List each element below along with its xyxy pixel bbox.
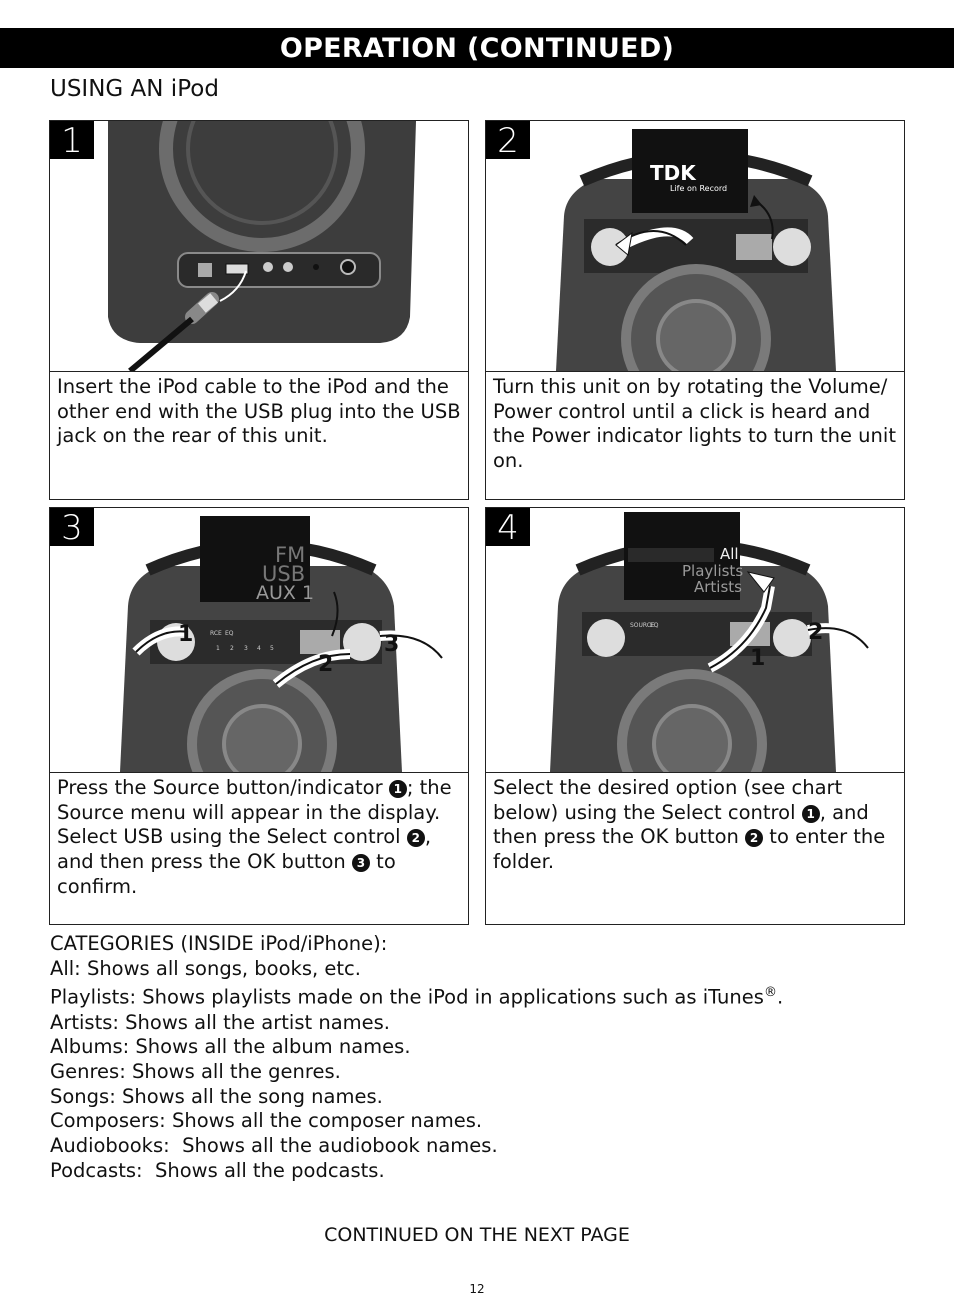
page-number: 12 <box>469 1282 485 1296</box>
category-all: All: Shows all songs, books, etc. <box>50 956 361 980</box>
category-podcasts: Podcasts: Shows all the podcasts. <box>50 1158 385 1182</box>
registered-mark: ® <box>763 985 777 1001</box>
panel-label-source: SOURCE <box>630 622 655 629</box>
continued-note: CONTINUED ON THE NEXT PAGE <box>324 1224 630 1246</box>
preset-label-3: 3 <box>244 645 248 652</box>
step-4-illustration: All Playlists Artists 1 2 SOURCE EQ <box>486 508 904 773</box>
step-3-caption-text: ; the Source menu will appear in the dis… <box>57 776 452 849</box>
tdk-tagline: Life on Record <box>670 184 728 193</box>
category-playlists-text: Playlists: Shows playlists made on the i… <box>50 985 764 1009</box>
section-banner: OPERATION (CONTINUED) <box>0 28 954 68</box>
step-1-number: 1 <box>50 121 94 161</box>
page-title: USING AN iPod <box>50 76 219 102</box>
step-3-number: 3 <box>50 508 94 548</box>
badge-2: 2 <box>406 829 425 848</box>
ipod-menu-all: All <box>720 545 739 563</box>
step-4-panel: 4 All Playlists Artists 1 2 SOURCE EQ Se… <box>485 507 905 925</box>
step-1-caption: Insert the iPod cable to the iPod and th… <box>57 375 461 448</box>
category-albums: Albums: Shows all the album names. <box>50 1035 411 1059</box>
badge-1: 1 <box>388 780 407 798</box>
tdk-logo: TDK <box>650 161 696 185</box>
ipod-menu-aux: AUX 1 <box>256 582 315 604</box>
badge-3: 3 <box>351 854 370 873</box>
categories-list: CATEGORIES (INSIDE iPod/iPhone): All: Sh… <box>50 932 783 1184</box>
categories-heading: CATEGORIES (INSIDE iPod/iPhone): <box>50 932 388 955</box>
speaker-source-illustration <box>120 516 446 772</box>
badge-2: 2 <box>745 829 764 848</box>
category-playlists-period: . <box>776 985 784 1009</box>
panel-label-source: RCE <box>210 630 222 637</box>
step-3-caption: Press the Source button/indicator 1; the… <box>57 776 462 900</box>
ipod-menu-playlists: Playlists <box>682 562 744 580</box>
callout-1: 1 <box>178 622 194 647</box>
category-genres: Genres: Shows all the genres. <box>50 1060 341 1084</box>
step-2-caption: Turn this unit on by rotating the Volume… <box>493 375 896 473</box>
preset-label-1: 1 <box>216 645 220 652</box>
step-4-number: 4 <box>486 508 530 548</box>
step-4-caption-text: Select the desired option (see chart bel… <box>493 776 843 824</box>
step-2-panel: 2 TDK Life on Record Turn this unit on b… <box>485 120 905 500</box>
step-3-caption-text: , and then press the OK button <box>57 825 432 874</box>
ipod-menu-artists: Artists <box>694 578 742 596</box>
callout-2: 2 <box>318 652 334 677</box>
callout-2: 2 <box>808 620 824 645</box>
category-songs: Songs: Shows all the song names. <box>50 1084 383 1108</box>
speaker-front-illustration <box>556 129 836 371</box>
ipod-menu-fm: FM <box>275 543 306 567</box>
preset-label-5: 5 <box>270 645 274 652</box>
step-3-caption-text: Press the Source button/indicator <box>57 776 389 799</box>
category-audiobooks: Audiobooks: Shows all the audiobook name… <box>50 1134 498 1158</box>
speaker-rear-illustration <box>50 121 468 371</box>
callout-1: 1 <box>750 646 766 671</box>
panel-label-eq: EQ <box>225 630 234 637</box>
preset-label-4: 4 <box>257 645 261 652</box>
step-2-number: 2 <box>486 121 530 161</box>
step-2-illustration: TDK Life on Record <box>486 121 904 372</box>
category-playlists: Playlists: Shows playlists made on the i… <box>50 981 783 1010</box>
category-composers: Composers: Shows all the composer names. <box>50 1109 483 1133</box>
preset-label-2: 2 <box>230 645 234 652</box>
panel-label-eq: EQ <box>650 622 659 629</box>
step-1-panel: 1 Insert the iPod cable to the iPod and … <box>49 120 469 500</box>
step-3-illustration: FM USB AUX 1 1 2 3 RCE EQ 1 2 3 4 5 <box>50 508 468 773</box>
category-artists: Artists: Shows all the artist names. <box>50 1010 391 1034</box>
step-4-caption-text: , and then press the OK button <box>493 800 869 849</box>
step-1-illustration <box>50 121 468 372</box>
step-3-panel: 3 FM USB AUX 1 1 2 3 RCE EQ 1 2 <box>49 507 469 925</box>
speaker-select-illustration <box>550 512 872 772</box>
step-3-caption-text: to confirm. <box>57 850 396 898</box>
step-4-caption-text: to enter the folder. <box>493 825 886 874</box>
ipod-menu-usb: USB <box>262 562 306 586</box>
step-4-caption: Select the desired option (see chart bel… <box>493 776 898 875</box>
badge-1: 1 <box>801 804 820 823</box>
callout-3: 3 <box>384 632 400 657</box>
